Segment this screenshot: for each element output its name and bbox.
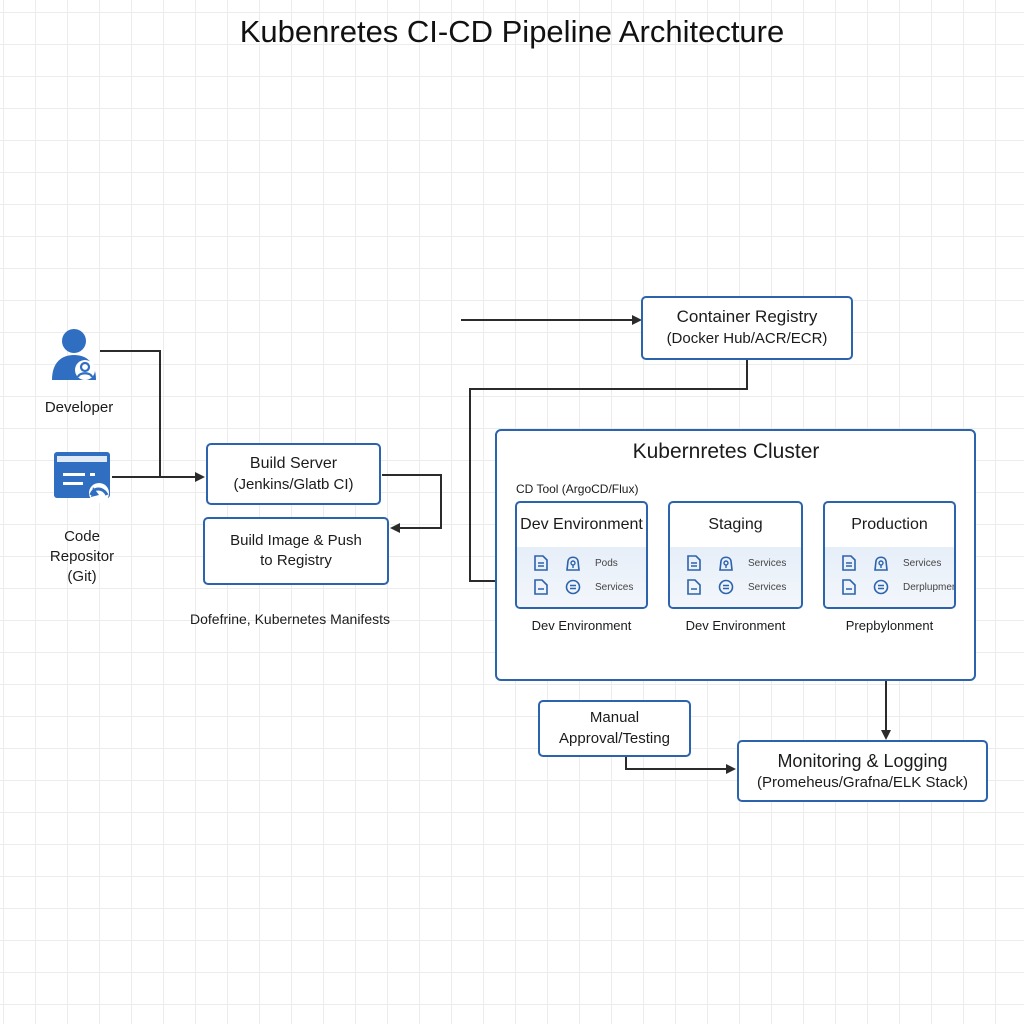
env-caption: Dev Environment xyxy=(685,618,786,633)
code-repository-actor[interactable] xyxy=(53,451,113,503)
container-registry-node[interactable]: Container Registry (Docker Hub/ACR/ECR) xyxy=(641,296,853,360)
env-card-dev[interactable]: Dev Environment Pods Services xyxy=(515,501,648,609)
code-repository-label-line: (Git) xyxy=(67,568,97,585)
lock-icon xyxy=(874,556,888,571)
env-resources: Services Derplupments xyxy=(825,547,954,607)
approval-to-monitoring-arrow xyxy=(625,756,736,774)
build-image-line1: Build Image & Push xyxy=(230,531,362,549)
document-icon xyxy=(842,555,856,571)
build-image-node[interactable]: Build Image & Push to Registry xyxy=(203,517,389,585)
document-icon xyxy=(687,555,701,571)
code-repository-label: Code Repositor (Git) xyxy=(30,527,134,587)
container-registry-subtitle: (Docker Hub/ACR/ECR) xyxy=(666,330,828,348)
monitoring-logging-node[interactable]: Monitoring & Logging (Promeheus/Grafna/E… xyxy=(737,740,988,802)
env-title: Staging xyxy=(708,516,763,533)
monitoring-subtitle: (Promeheus/Grafna/ELK Stack) xyxy=(757,774,968,792)
file-icon xyxy=(687,579,701,595)
lock-icon xyxy=(566,556,580,571)
document-icon xyxy=(534,555,548,571)
manual-approval-node[interactable]: Manual Approval/Testing xyxy=(538,700,691,757)
build-server-subtitle: (Jenkins/Glatb CI) xyxy=(233,475,354,493)
cluster-title: Kubernretes Cluster xyxy=(632,440,820,463)
service-icon xyxy=(565,579,581,595)
code-repository-label-line: Repositor xyxy=(49,548,115,565)
user-icon xyxy=(52,329,96,380)
build-image-line2: to Registry xyxy=(260,552,332,569)
build-server-to-image-arrow xyxy=(382,474,442,533)
resource-label: Services xyxy=(748,557,787,569)
resource-label: Services xyxy=(748,581,787,593)
file-icon xyxy=(842,579,856,595)
resource-row: Services xyxy=(517,577,646,597)
env-caption: Prepbylonment xyxy=(845,618,934,633)
service-icon xyxy=(718,579,734,595)
lock-icon xyxy=(719,556,733,571)
env-card-staging[interactable]: Staging Services Services xyxy=(668,501,803,609)
repository-icon xyxy=(54,452,110,503)
resource-row: Services xyxy=(670,577,801,597)
env-title: Dev Environment xyxy=(520,516,643,533)
env-title: Production xyxy=(851,516,928,533)
resource-row: Services xyxy=(670,553,801,573)
build-server-title: Build Server xyxy=(249,455,338,473)
developer-label: Developer xyxy=(44,399,114,416)
cd-tool-label: CD Tool (ArgoCD/Flux) xyxy=(516,482,639,496)
resource-label: Services xyxy=(595,581,634,593)
diagram-title: Kubenretes CI-CD Pipeline Architecture xyxy=(239,14,785,49)
monitoring-title: Monitoring & Logging xyxy=(777,750,948,771)
resource-row: Derplupments xyxy=(825,577,954,597)
env-resources: Pods Services xyxy=(517,547,646,607)
manual-approval-line1: Manual xyxy=(589,709,640,727)
env-card-production[interactable]: Production Services Derplupments xyxy=(823,501,956,609)
resource-row: Services xyxy=(825,553,954,573)
env-resources: Services Services xyxy=(670,547,801,607)
resource-label: Pods xyxy=(595,557,618,569)
resource-row: Pods xyxy=(517,553,646,573)
developer-actor[interactable] xyxy=(50,326,100,382)
resource-label: Derplupments xyxy=(903,581,954,593)
manual-approval-line2: Approval/Testing xyxy=(559,729,670,747)
env-caption: Dev Environment xyxy=(531,618,632,633)
container-registry-title: Container Registry xyxy=(676,307,818,327)
build-server-node[interactable]: Build Server (Jenkins/Glatb CI) xyxy=(206,443,381,505)
resource-label: Services xyxy=(903,557,942,569)
code-repository-label-line: Code xyxy=(64,528,100,545)
manifests-label: Dofefrine, Kubernetes Manifests xyxy=(190,611,390,627)
file-icon xyxy=(534,579,548,595)
service-icon xyxy=(873,579,889,595)
